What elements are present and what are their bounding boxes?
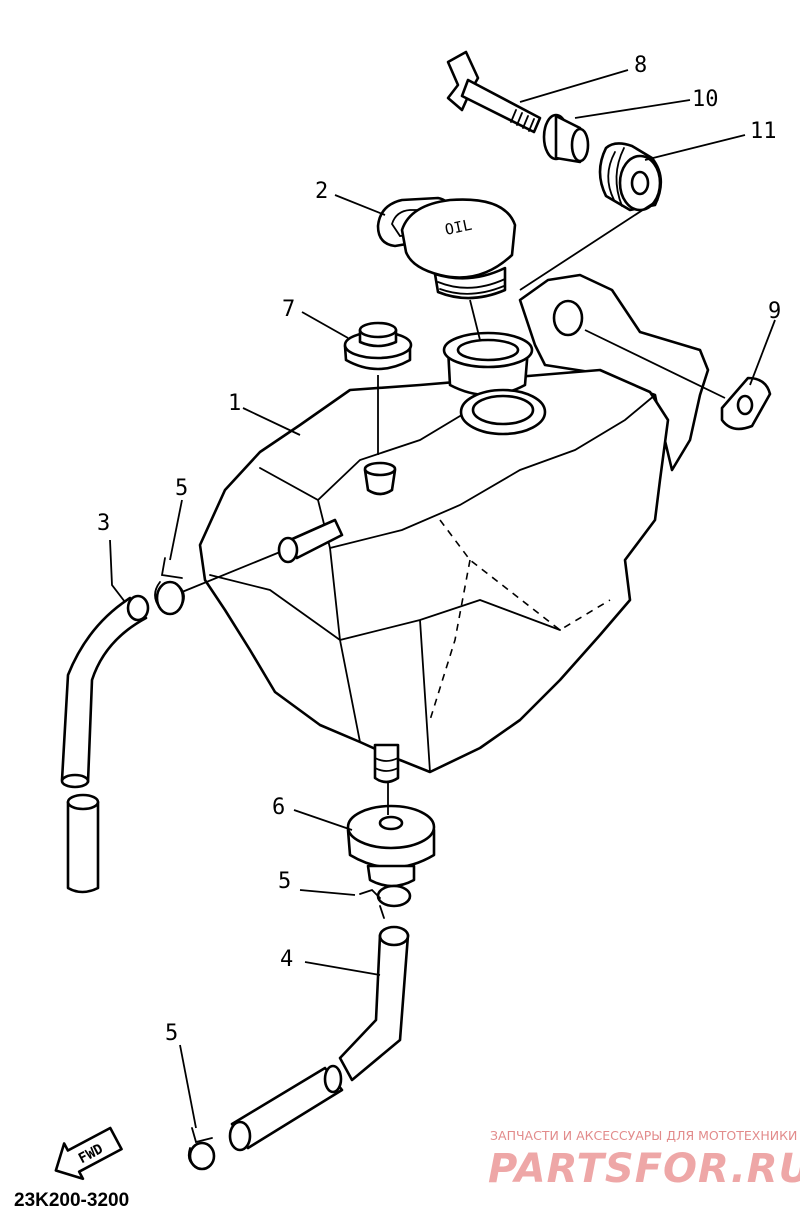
- hose-4-top-end: [378, 925, 410, 947]
- callout-4: 4: [280, 947, 293, 972]
- grommet-part-11: [598, 142, 663, 212]
- clip-middle-wire: [359, 888, 385, 919]
- assembly-lines: [181, 199, 726, 815]
- callout-leaders: [109, 69, 776, 1129]
- breather-stub-top: [363, 461, 397, 477]
- axis-outlet-to-clip: [181, 551, 281, 593]
- grommet-6-base: [366, 864, 416, 888]
- outlet-nipple-end: [277, 536, 299, 564]
- hose-3-upper-end: [126, 594, 150, 622]
- clip-middle-ring: [376, 884, 412, 908]
- oil-hose-part-4: [228, 925, 410, 1152]
- callout-11: 11: [750, 119, 777, 144]
- callout-8: 8: [634, 53, 647, 78]
- hose-3-cut-top: [60, 773, 90, 789]
- washer-part-10: [542, 113, 590, 164]
- tank-body: [198, 368, 670, 774]
- bottom-outlet-ribs: [374, 757, 399, 772]
- grommet-part-6: [346, 804, 436, 888]
- bolt-thread: [510, 109, 535, 132]
- hose-clip-part-5-lower: [187, 1127, 216, 1171]
- oil-hose-part-3: [60, 594, 150, 894]
- bolt-shaft: [460, 78, 542, 134]
- callout-6: 6: [272, 795, 285, 820]
- watermark: ЗАПЧАСТИ И АКСЕССУАРЫ ДЛЯ МОТОТЕХНИКИ PA…: [488, 1128, 800, 1192]
- callout-9: 9: [768, 299, 781, 324]
- tank-side-contour: [209, 547, 561, 773]
- tank-breather-stub: [363, 468, 397, 496]
- hose-3-cut-bottom: [66, 793, 100, 811]
- cap-body: [400, 198, 517, 279]
- callout-3: 3: [97, 511, 110, 536]
- watermark-brand: PARTSFOR.RU: [488, 1146, 800, 1192]
- grommet-part-7: [343, 321, 413, 371]
- watermark-tagline: ЗАПЧАСТИ И АКСЕССУАРЫ ДЛЯ МОТОТЕХНИКИ: [490, 1128, 797, 1143]
- callout-5-upper: 5: [175, 476, 188, 501]
- hose-3-upper: [60, 596, 148, 784]
- filler-neck-inner: [456, 338, 520, 362]
- cap-oil-marking: OIL: [443, 216, 473, 239]
- tank-hidden-contour: [429, 519, 611, 721]
- cap-thread-lines: [437, 278, 506, 295]
- tank-bottom-outlet: [373, 743, 400, 784]
- callout-5-lower: 5: [165, 1021, 178, 1046]
- oil-cap-part-2: OIL: [376, 196, 517, 300]
- bolt-wing-head: [446, 50, 480, 112]
- callout-2: 2: [315, 179, 328, 204]
- hose-clip-part-5-middle: [359, 884, 412, 919]
- grommet-groove: [607, 147, 625, 207]
- callout-7: 7: [282, 297, 295, 322]
- axis-cap-to-neck: [469, 299, 481, 341]
- fwd-arrow: FWD: [54, 1126, 123, 1181]
- grommet-hole: [630, 170, 650, 196]
- fwd-arrow-shape: [54, 1126, 123, 1181]
- diagram-code: 23K200-3200: [14, 1190, 129, 1211]
- hose-3-lower: [66, 800, 100, 894]
- callout-10: 10: [692, 87, 719, 112]
- bracket-hole: [552, 299, 584, 337]
- washer-sleeve-end: [570, 127, 590, 163]
- hose-4-upper: [338, 933, 410, 1082]
- bolt-part-8: [446, 50, 542, 134]
- hose-clip-part-5-upper: [154, 557, 185, 616]
- grommet-7-top-face: [358, 321, 398, 339]
- axis-bolt-to-bracket: [519, 199, 726, 399]
- callout-5-middle: 5: [278, 869, 291, 894]
- hose-4-cut-end: [323, 1064, 343, 1094]
- washer-part-9: [720, 376, 772, 431]
- clip-upper-ring: [155, 580, 185, 616]
- washer-9-hole: [736, 394, 754, 416]
- callout-1: 1: [228, 391, 241, 416]
- grommet-6-hole: [378, 815, 404, 831]
- oil-tank-part-1: [198, 273, 710, 784]
- callout-numbers: 1 2 3 4 5 5 5 6 7 8 9 10 11: [97, 53, 781, 1046]
- filler-seat-inner: [471, 394, 535, 426]
- hose-4-bottom-end: [228, 1120, 252, 1152]
- clip-lower-ring: [188, 1141, 216, 1171]
